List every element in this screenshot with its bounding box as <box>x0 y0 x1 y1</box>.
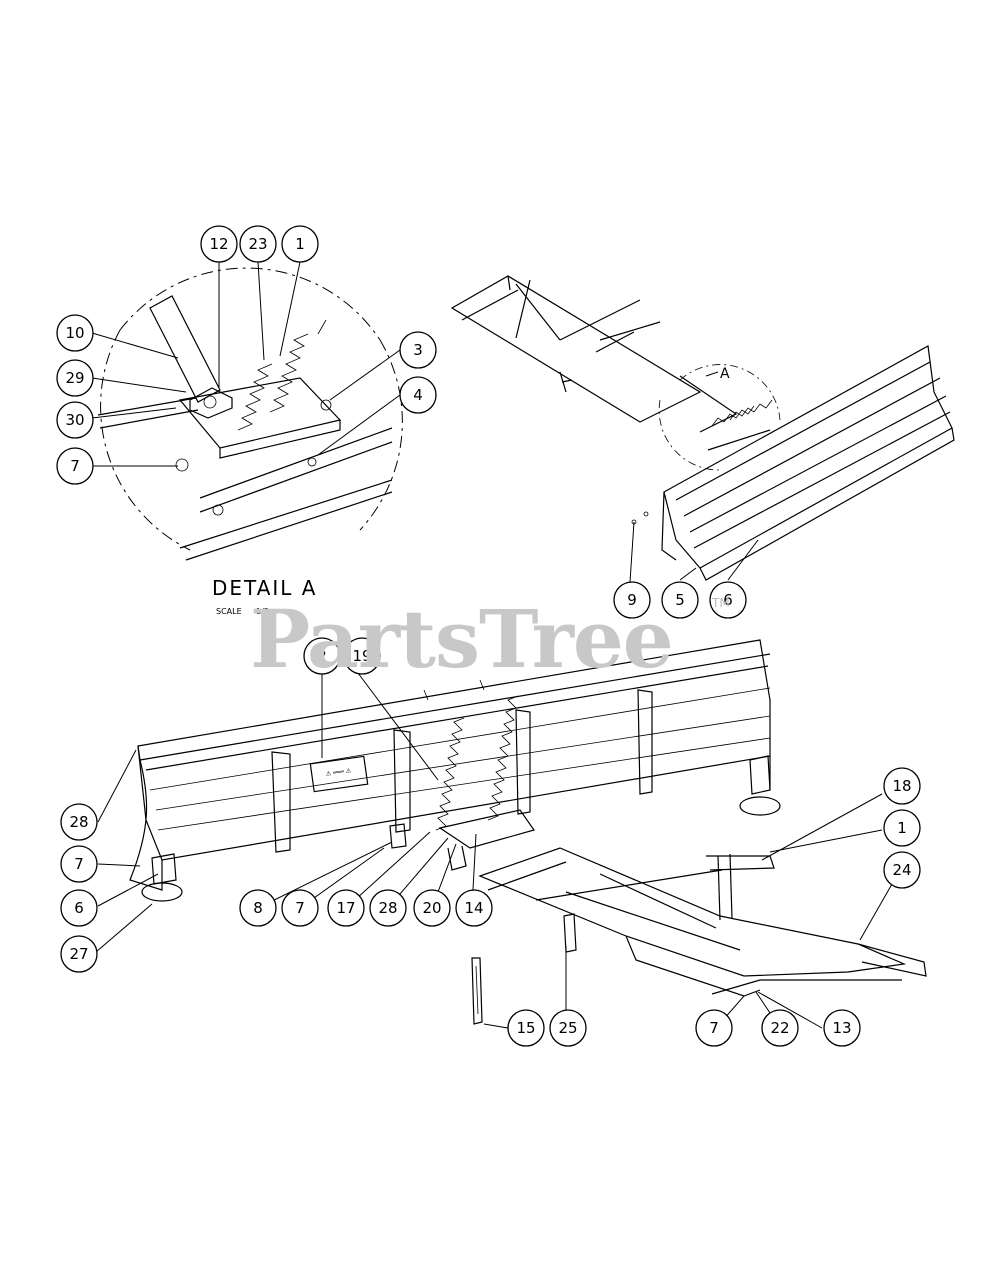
callout-6-iso: 6 <box>709 581 747 619</box>
svg-text:14: 14 <box>464 899 483 917</box>
callout-17: 17 <box>327 889 365 927</box>
callout-28-mid: 28 <box>369 889 407 927</box>
detail-spring-right <box>269 319 327 413</box>
callout-7-detail: 7 <box>56 447 94 485</box>
callout-3: 3 <box>399 331 437 369</box>
svg-text:29: 29 <box>65 369 84 387</box>
svg-text:6: 6 <box>723 591 733 609</box>
svg-text:10: 10 <box>65 324 84 342</box>
svg-text:25: 25 <box>558 1019 577 1037</box>
callout-29: 29 <box>56 359 94 397</box>
view-a-label: A <box>720 366 730 382</box>
detail-a-scale-value: 1/5 <box>256 607 269 616</box>
callout-1-right: 1 <box>883 809 921 847</box>
iso-assembly-view: A <box>450 275 955 581</box>
callout-30: 30 <box>56 401 94 439</box>
callout-23: 23 <box>239 225 277 263</box>
callout-20: 20 <box>413 889 451 927</box>
svg-text:23: 23 <box>248 235 267 253</box>
svg-text:⚠ ═══ ⚠: ⚠ ═══ ⚠ <box>325 767 352 778</box>
callout-18: 18 <box>883 767 921 805</box>
callout-7-left: 7 <box>60 845 98 883</box>
svg-text:3: 3 <box>413 341 423 359</box>
svg-text:19: 19 <box>352 647 371 665</box>
svg-text:28: 28 <box>69 813 88 831</box>
callout-1-detail: 1 <box>281 225 319 263</box>
detail-a-title: DETAIL A <box>212 576 317 600</box>
svg-text:13: 13 <box>832 1019 851 1037</box>
svg-text:27: 27 <box>69 945 88 963</box>
svg-text:7: 7 <box>295 899 305 917</box>
callout-25: 25 <box>549 1009 587 1047</box>
callout-4: 4 <box>399 376 437 414</box>
svg-text:12: 12 <box>209 235 228 253</box>
detail-a-scale-label: SCALE <box>216 607 242 616</box>
callout-10: 10 <box>56 314 94 352</box>
svg-text:7: 7 <box>70 457 80 475</box>
callout-27: 27 <box>60 935 98 973</box>
svg-text:7: 7 <box>709 1019 719 1037</box>
callout-15: 15 <box>507 1009 545 1047</box>
svg-text:8: 8 <box>253 899 263 917</box>
svg-text:28: 28 <box>378 899 397 917</box>
detail-spring-left <box>237 363 273 431</box>
callout-22: 22 <box>761 1009 799 1047</box>
svg-text:30: 30 <box>65 411 84 429</box>
svg-text:22: 22 <box>770 1019 789 1037</box>
partstree-watermark: PartsTree <box>250 592 674 686</box>
main-assembly-view: ⚠ ═══ ⚠ <box>129 639 927 1025</box>
svg-text:6: 6 <box>74 899 84 917</box>
svg-text:7: 7 <box>74 855 84 873</box>
svg-text:9: 9 <box>627 591 637 609</box>
svg-text:17: 17 <box>336 899 355 917</box>
svg-text:5: 5 <box>675 591 685 609</box>
svg-text:15: 15 <box>516 1019 535 1037</box>
svg-text:24: 24 <box>892 861 911 879</box>
watermark-trademark: TM <box>712 596 730 610</box>
callout-12: 12 <box>200 225 238 263</box>
callout-7-bottom: 7 <box>695 1009 733 1047</box>
callout-7-mid: 7 <box>281 889 319 927</box>
callout-24: 24 <box>883 851 921 889</box>
callout-9: 9 <box>613 581 651 619</box>
svg-text:2: 2 <box>317 647 327 665</box>
svg-text:18: 18 <box>892 777 911 795</box>
svg-text:4: 4 <box>413 386 423 404</box>
callout-5: 5 <box>661 581 699 619</box>
callout-6-left: 6 <box>60 889 98 927</box>
callout-8: 8 <box>239 889 277 927</box>
callout-13: 13 <box>823 1009 861 1047</box>
callout-28-left: 28 <box>60 803 98 841</box>
detail-a-view: DETAIL A SCALE 1/5 <box>97 267 403 616</box>
callout-2: 2 <box>303 637 341 675</box>
svg-text:20: 20 <box>422 899 441 917</box>
svg-text:1: 1 <box>897 819 907 837</box>
svg-text:1: 1 <box>295 235 305 253</box>
callout-14: 14 <box>455 889 493 927</box>
callout-19: 19 <box>343 637 381 675</box>
